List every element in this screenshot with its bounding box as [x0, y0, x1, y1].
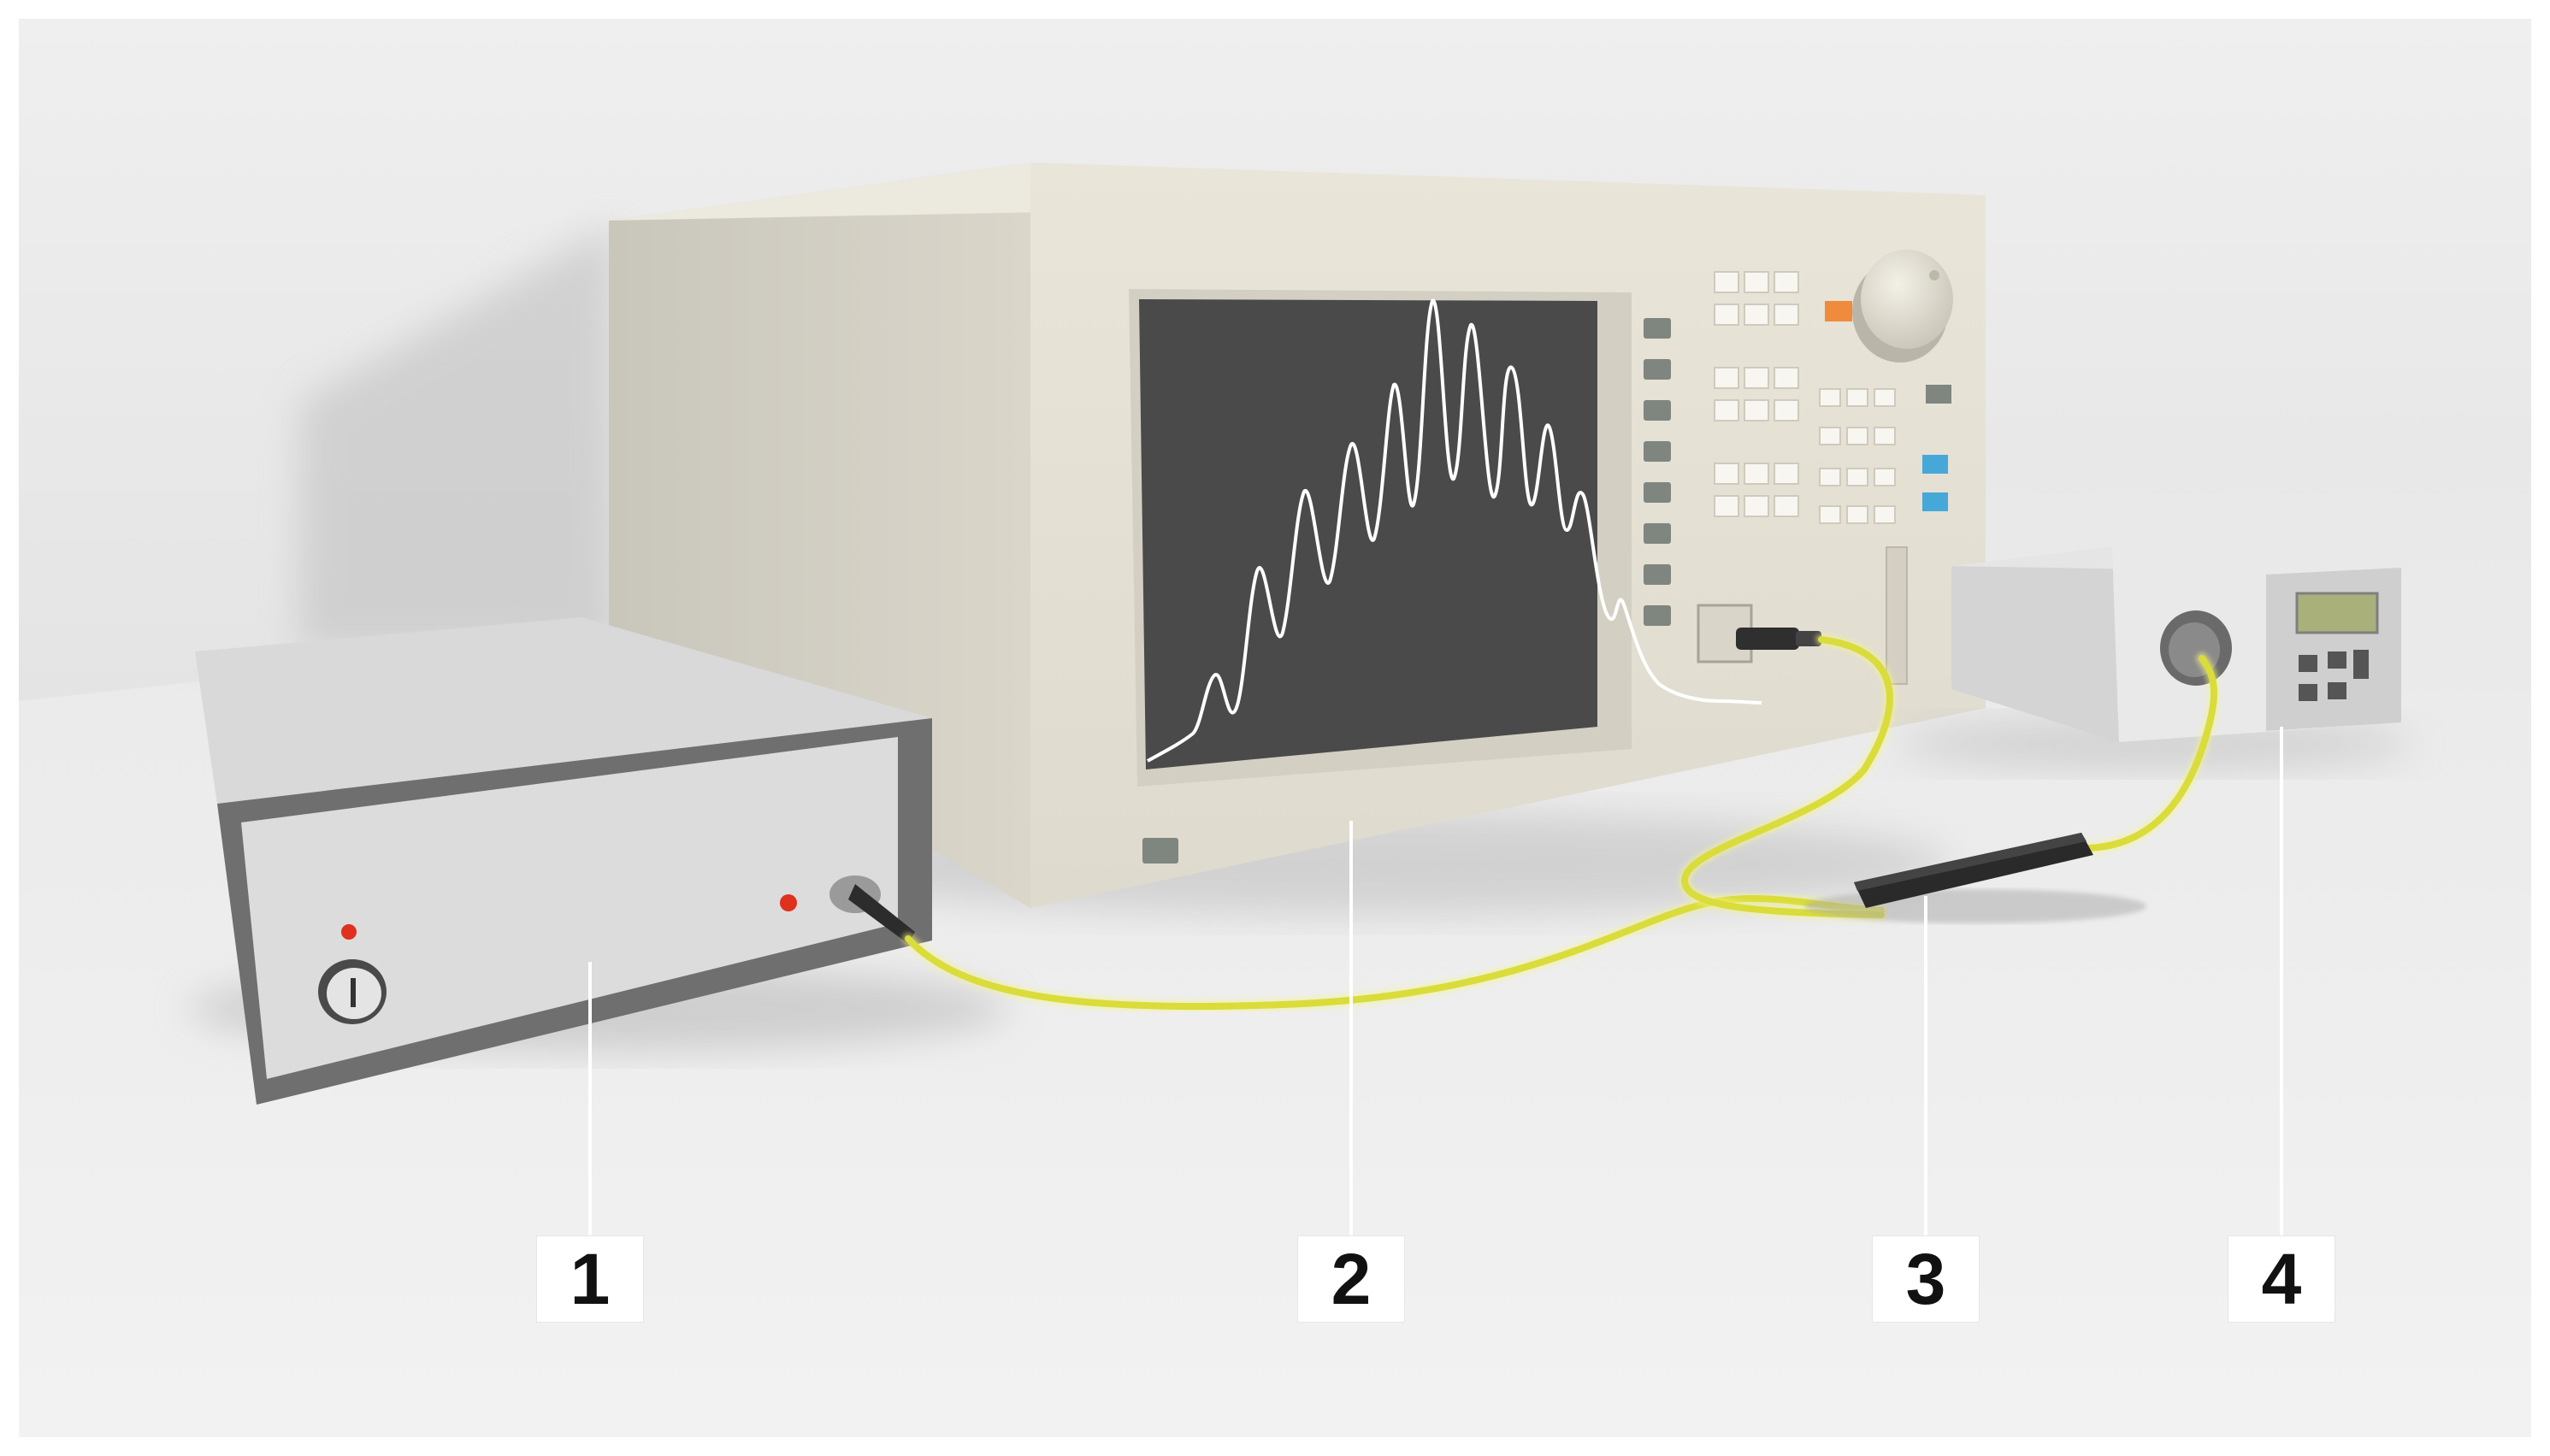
key[interactable]: [1819, 388, 1841, 407]
optical-fiber: [902, 634, 2221, 1013]
softkey[interactable]: [1644, 523, 1671, 544]
key[interactable]: [1714, 495, 1739, 517]
callout-label-1: 1: [537, 1236, 643, 1322]
key[interactable]: [1714, 367, 1739, 389]
softkey[interactable]: [1644, 359, 1671, 380]
detector-key[interactable]: [2299, 655, 2317, 672]
source-front-panel: [241, 737, 898, 1079]
softkey[interactable]: [1644, 400, 1671, 421]
optical-detector: [1898, 547, 2411, 769]
detector-key[interactable]: [2328, 682, 2346, 699]
key[interactable]: [1744, 463, 1769, 485]
key[interactable]: [1744, 495, 1769, 517]
key[interactable]: [1744, 271, 1769, 293]
key[interactable]: [1744, 399, 1769, 421]
spectrum-trace: [1147, 298, 1762, 763]
callout-label-4: 4: [2228, 1236, 2335, 1322]
light-source: [188, 617, 1009, 1105]
key[interactable]: [1744, 367, 1769, 389]
key[interactable]: [1846, 468, 1868, 486]
softkey[interactable]: [1644, 441, 1671, 462]
key[interactable]: [1846, 505, 1868, 524]
key[interactable]: [1744, 304, 1769, 326]
card-slot: [1886, 546, 1908, 685]
fiber-connector-icon: [829, 875, 915, 944]
callout-label-2: 2: [1298, 1236, 1404, 1322]
knob-icon[interactable]: [1852, 250, 1953, 363]
detector-left-side: [1951, 547, 2119, 742]
key[interactable]: [1774, 495, 1799, 517]
key[interactable]: [1714, 304, 1739, 326]
orange-key[interactable]: [1825, 301, 1852, 321]
lcd-display: [2295, 592, 2379, 634]
fiber-coupler: [1804, 833, 2146, 923]
key[interactable]: [1774, 367, 1799, 389]
key[interactable]: [1926, 385, 1951, 404]
key[interactable]: [1774, 304, 1799, 326]
softkey[interactable]: [1142, 838, 1178, 864]
detector-key[interactable]: [2299, 684, 2317, 701]
key[interactable]: [1714, 399, 1739, 421]
led-indicator-icon: [780, 894, 797, 911]
softkey[interactable]: [1644, 564, 1671, 585]
callout-label-3: 3: [1873, 1236, 1979, 1322]
callout-leaders: [588, 727, 2283, 1236]
key[interactable]: [1874, 468, 1896, 486]
optical-spectrum-analyzer: [609, 162, 1986, 915]
softkey[interactable]: [1644, 605, 1671, 626]
key[interactable]: [1819, 427, 1841, 445]
fiber-connector-icon: [1736, 628, 1821, 650]
led-indicator-icon: [341, 924, 357, 940]
key[interactable]: [1874, 505, 1896, 524]
key[interactable]: [1846, 427, 1868, 445]
key[interactable]: [1774, 463, 1799, 485]
key[interactable]: [1874, 388, 1896, 407]
key[interactable]: [1819, 505, 1841, 524]
blue-key[interactable]: [1922, 455, 1948, 474]
analyzer-keypad: [1714, 271, 1896, 524]
detector-key[interactable]: [2328, 651, 2346, 669]
key[interactable]: [1714, 271, 1739, 293]
key[interactable]: [1846, 388, 1868, 407]
key[interactable]: [1774, 399, 1799, 421]
key[interactable]: [1819, 468, 1841, 486]
detector-key[interactable]: [2353, 650, 2369, 679]
detector-head: [2160, 610, 2232, 686]
knob-icon[interactable]: [318, 959, 387, 1024]
key[interactable]: [1774, 271, 1799, 293]
source-top: [195, 617, 932, 804]
softkey[interactable]: [1644, 482, 1671, 503]
key[interactable]: [1874, 427, 1896, 445]
blue-key[interactable]: [1922, 492, 1948, 511]
analyzer-softkeys: [1142, 318, 1671, 864]
key[interactable]: [1714, 463, 1739, 485]
softkey[interactable]: [1644, 318, 1671, 339]
